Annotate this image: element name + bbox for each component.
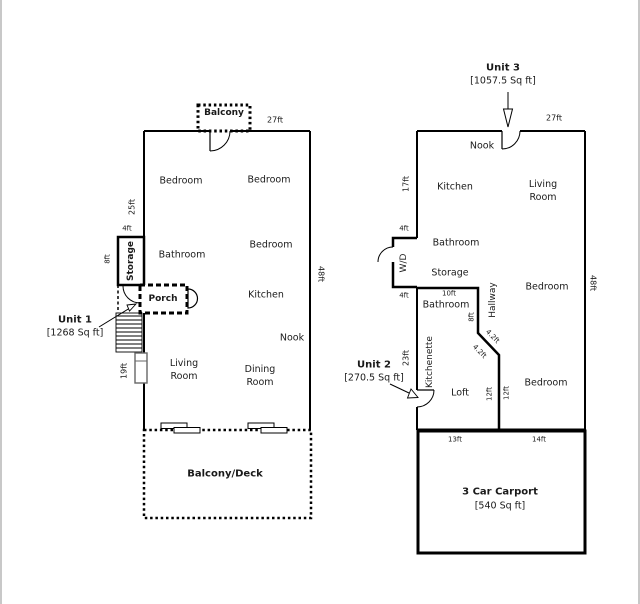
room-label-bedroom-middle: Bedroom bbox=[249, 239, 293, 251]
sliding-door-left-icon bbox=[160, 422, 201, 434]
unit2-area: [270.5 Sq ft] bbox=[344, 372, 404, 384]
wd-closet-walls bbox=[391, 236, 417, 289]
dim-unit2-lower-left: 23ft bbox=[401, 350, 411, 366]
balcony-outline bbox=[196, 103, 252, 133]
unit3-name: Unit 3 bbox=[486, 62, 520, 74]
porch-right-door-icon bbox=[187, 288, 199, 309]
unit2-door-arc-icon bbox=[416, 389, 435, 408]
unit1-name: Unit 1 bbox=[58, 314, 92, 326]
room-label-bathroom-upper: Bathroom bbox=[432, 237, 480, 249]
room-label-balcony: Balcony bbox=[204, 107, 244, 118]
unit2-name: Unit 2 bbox=[357, 359, 391, 371]
unit3-pointer-arrow-icon bbox=[502, 92, 514, 128]
room-label-hallway: Hallway bbox=[487, 282, 498, 318]
unit1-pointer-arrow-icon bbox=[98, 303, 138, 328]
unit1-area: [1268 Sq ft] bbox=[46, 327, 104, 339]
dim-unit3-top-width: 27ft bbox=[546, 113, 562, 123]
room-label-bathroom-lower: Bathroom bbox=[422, 299, 470, 311]
room-label-bedroom-upper-u3: Bedroom bbox=[525, 281, 569, 293]
dim-bedroom-height: 12ft bbox=[502, 386, 511, 400]
room-label-wd: W/D bbox=[398, 253, 409, 273]
dim-unit1-upper-left: 25ft bbox=[127, 199, 137, 215]
dim-unit1-lower-left: 19ft bbox=[119, 363, 129, 379]
dim-unit3-right-height: 48ft bbox=[588, 275, 598, 291]
dim-hall-height: 8ft bbox=[467, 312, 476, 322]
unit3-area: [1057.5 Sq ft] bbox=[470, 75, 536, 87]
room-label-balcony-deck: Balcony/Deck bbox=[187, 468, 263, 480]
stairs-icon bbox=[115, 312, 143, 353]
dim-unit1-top-width: 27ft bbox=[267, 115, 283, 125]
room-label-kitchen: Kitchen bbox=[248, 289, 284, 301]
wd-door-arc-icon bbox=[377, 246, 394, 263]
unit3-door-arc-icon bbox=[501, 130, 521, 150]
dim-loft-height: 12ft bbox=[485, 387, 494, 401]
unit1-plan bbox=[98, 103, 313, 520]
dim-unit1-storage-height: 8ft bbox=[103, 254, 112, 264]
dim-carport-right-width: 14ft bbox=[532, 435, 546, 444]
dim-bath-width: 10ft bbox=[442, 289, 456, 298]
room-label-bathroom: Bathroom bbox=[158, 249, 206, 261]
porch-outline bbox=[138, 283, 189, 315]
room-label-kitchen-u3: Kitchen bbox=[437, 181, 473, 193]
room-label-storage: Storage bbox=[125, 240, 136, 282]
room-label-kitchenette: Kitchenette bbox=[424, 336, 435, 388]
dim-unit1-right-height: 48ft bbox=[316, 266, 326, 282]
dim-unit3-upper-left: 17ft bbox=[401, 176, 411, 192]
room-label-storage-u3: Storage bbox=[431, 267, 469, 279]
room-label-living-room: Living Room bbox=[169, 358, 199, 382]
carport-outline bbox=[416, 429, 587, 555]
sliding-door-right-icon bbox=[247, 422, 288, 434]
dim-wd-bottom: 4ft bbox=[399, 291, 409, 300]
carport-name: 3 Car Carport bbox=[462, 486, 538, 498]
room-label-loft: Loft bbox=[451, 387, 469, 399]
room-label-nook: Nook bbox=[279, 332, 305, 344]
room-label-nook-u3: Nook bbox=[469, 140, 495, 152]
unit2-pointer-arrow-icon bbox=[389, 383, 419, 399]
room-label-porch: Porch bbox=[148, 293, 178, 304]
unit23-plan bbox=[377, 92, 587, 555]
balcony-door-arc-icon bbox=[209, 130, 231, 152]
room-label-dining-room: Dining Room bbox=[244, 364, 276, 388]
room-label-bedroom-lower-u3: Bedroom bbox=[524, 377, 568, 389]
window-icon bbox=[134, 352, 148, 384]
carport-area: [540 Sq ft] bbox=[474, 500, 526, 512]
room-label-living-room-u3: Living Room bbox=[528, 179, 558, 203]
room-label-bedroom-top-right: Bedroom bbox=[247, 174, 291, 186]
dim-carport-left-width: 13ft bbox=[448, 435, 462, 444]
porch-left-door-arc-icon bbox=[122, 285, 141, 304]
room-label-bedroom-top-left: Bedroom bbox=[159, 175, 203, 187]
hallway-wall bbox=[417, 286, 501, 430]
storage-outline bbox=[116, 235, 146, 287]
balcony-deck-outline bbox=[142, 428, 313, 520]
dim-unit1-storage-offset: 4ft bbox=[122, 224, 132, 233]
dim-wd-top: 4ft bbox=[399, 224, 409, 233]
